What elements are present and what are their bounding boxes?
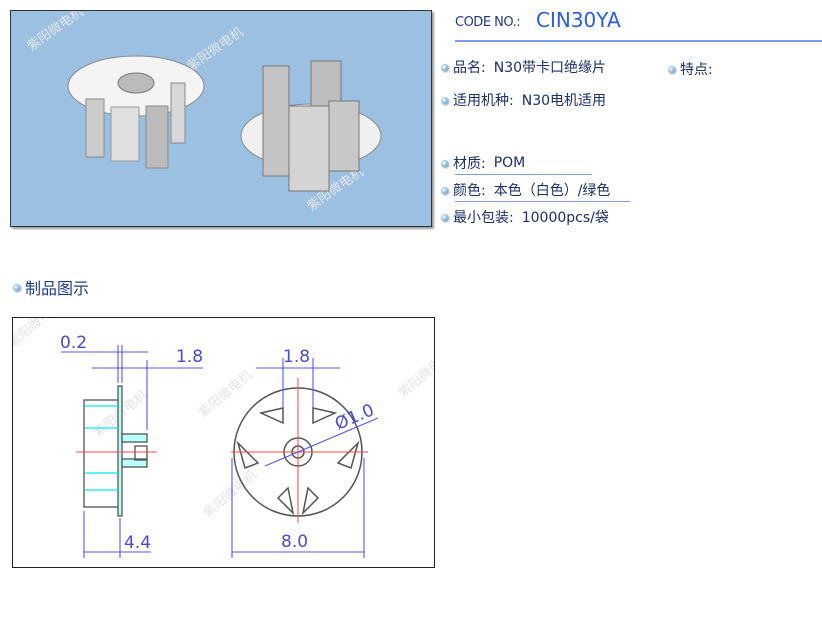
drawing-canvas: 紫阳微电机 紫阳微电机 紫阳微电机 紫阳微电机 紫阳微电机 0.2 1.8 4.…: [13, 318, 434, 558]
dim-thickness: 0.2: [60, 333, 87, 353]
technical-drawing: 紫阳微电机 紫阳微电机 紫阳微电机 紫阳微电机 紫阳微电机 0.2 1.8 4.…: [12, 317, 435, 568]
watermark: 紫阳微电机: [201, 468, 260, 521]
dim-hole: Ø1.0: [332, 400, 377, 434]
spec-label: 适用机种:: [453, 93, 514, 109]
side-view: [83, 385, 148, 517]
divider: [455, 40, 822, 42]
dim-width: 4.4: [124, 533, 151, 553]
bullet-icon: [441, 96, 448, 104]
spec-value: 10000pcs/袋: [521, 210, 609, 226]
dim-diameter: 8.0: [281, 532, 308, 552]
spec-min-package: 最小包装: 10000pcs/袋: [441, 207, 609, 227]
bullet-icon: [13, 283, 20, 291]
bullet-icon: [441, 213, 448, 221]
spec-value: N30带卡口绝缘片: [493, 60, 607, 76]
spec-label: 特点:: [680, 62, 713, 78]
divider: [455, 201, 630, 202]
spec-label: 颜色:: [453, 183, 486, 199]
spec-product-name: 品名: N30带卡口绝缘片: [441, 57, 606, 77]
spec-value: 本色（白色）/绿色: [493, 183, 611, 199]
spec-label: 最小包装:: [453, 210, 514, 226]
spec-value: POM: [493, 155, 526, 171]
bullet-icon: [441, 159, 448, 167]
section-title: 制品图示: [13, 275, 97, 299]
side-dimensions: [61, 345, 203, 558]
front-dimensions: [231, 358, 379, 558]
insulator-photo-illustration: 紫阳微电机 紫阳微电机 紫阳微电机: [25, 11, 382, 214]
part-left: [67, 55, 205, 169]
bullet-icon: [668, 65, 675, 73]
watermark: 紫阳微电机: [396, 348, 434, 401]
watermark: 紫阳微电机: [13, 318, 65, 351]
part-right: [240, 60, 382, 192]
spec-label: 材质:: [453, 156, 486, 172]
spec-applicable-model: 适用机种: N30电机适用: [441, 90, 606, 110]
bullet-icon: [441, 63, 448, 71]
bullet-icon: [441, 186, 448, 194]
code-label: CODE NO.:: [455, 15, 521, 30]
spec-features: 特点:: [668, 59, 721, 79]
divider: [455, 174, 592, 175]
watermark: 紫阳微电机: [185, 25, 247, 75]
product-photo: 紫阳微电机 紫阳微电机 紫阳微电机: [10, 10, 432, 227]
watermark: 紫阳微电机: [25, 11, 87, 54]
spec-label: 品名:: [453, 60, 486, 76]
dim-slot: 1.8: [283, 347, 310, 367]
dim-height: 1.8: [176, 347, 203, 367]
spec-value: N30电机适用: [521, 93, 607, 109]
spec-material: 材质: POM: [441, 153, 525, 173]
code-value: CIN30YA: [536, 8, 621, 32]
section-title-text: 制品图示: [25, 279, 90, 298]
spec-color: 颜色: 本色（白色）/绿色: [441, 180, 610, 200]
